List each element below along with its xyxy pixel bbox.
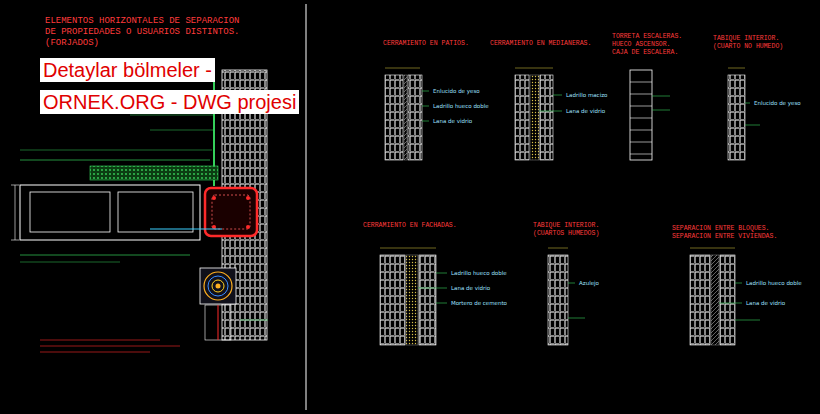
watermark: Detaylar bölmeler - xyxy=(40,58,215,82)
layer-label: Ladrillo hueco doble xyxy=(432,103,490,110)
layer-label: Lana de vidrio xyxy=(745,300,786,307)
section-title: SEPARACION ENTRE BLOQUES. SEPARACION ENT… xyxy=(672,225,782,241)
section-title: CERRAMIENTO EN FACHADAS. xyxy=(363,222,457,230)
section-title: TORRETA ESCALERAS. HUECO ASCENSOR. CAJA … xyxy=(612,33,684,57)
section-title: CERRAMIENTO EN PATIOS. xyxy=(383,40,469,48)
watermark: ORNEK.ORG - DWG projesi xyxy=(40,90,299,114)
layer-label: Lana de vidrio xyxy=(432,118,473,125)
layer-label: Azulejo xyxy=(578,280,600,287)
layer-label: Enlucido de yeso xyxy=(753,100,802,107)
section-title: TABIQUE INTERIOR. (CUARTOS HUMEDOS) xyxy=(533,222,607,238)
layer-label: Ladrillo hueco doble xyxy=(745,280,803,287)
layer-label: Lana de vidrio xyxy=(565,108,606,115)
layer-label: Lana de vidrio xyxy=(450,285,491,292)
layer-label: Mortero de cemento xyxy=(450,300,508,307)
section-title: CERRAMIENTO EN MEDIANERAS. xyxy=(490,40,591,48)
layer-label: Ladrillo hueco doble xyxy=(450,270,508,277)
section-title: TABIQUE INTERIOR. (CUARTO NO HUMEDO) xyxy=(713,35,787,51)
layer-label: Enlucido de yeso xyxy=(432,88,481,95)
layer-label: Ladrillo macizo xyxy=(565,92,608,99)
drawing-title: ELEMENTOS HORIZONTALES DE SEPARACION DE … xyxy=(45,16,245,49)
